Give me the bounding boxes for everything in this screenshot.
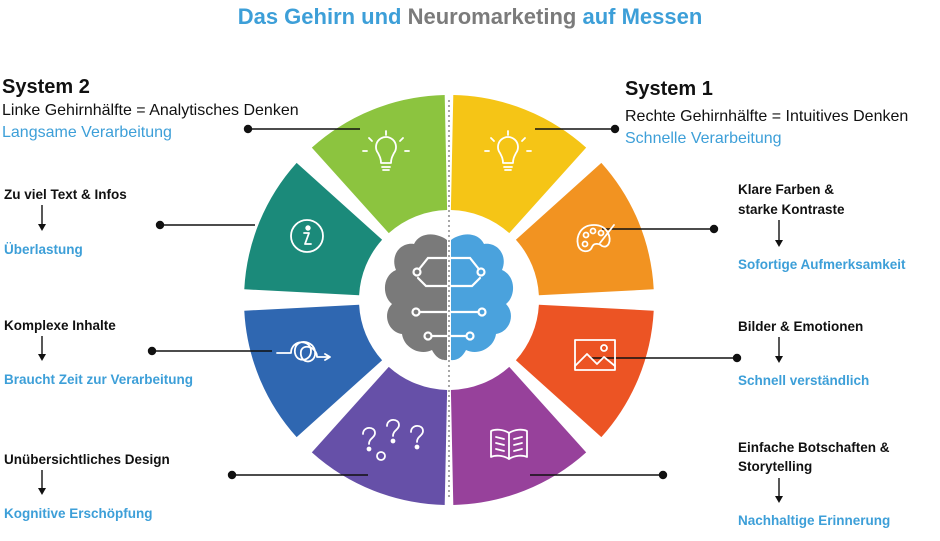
brain-left-hemisphere: [385, 234, 447, 360]
brain-right-hemisphere: [451, 234, 513, 360]
